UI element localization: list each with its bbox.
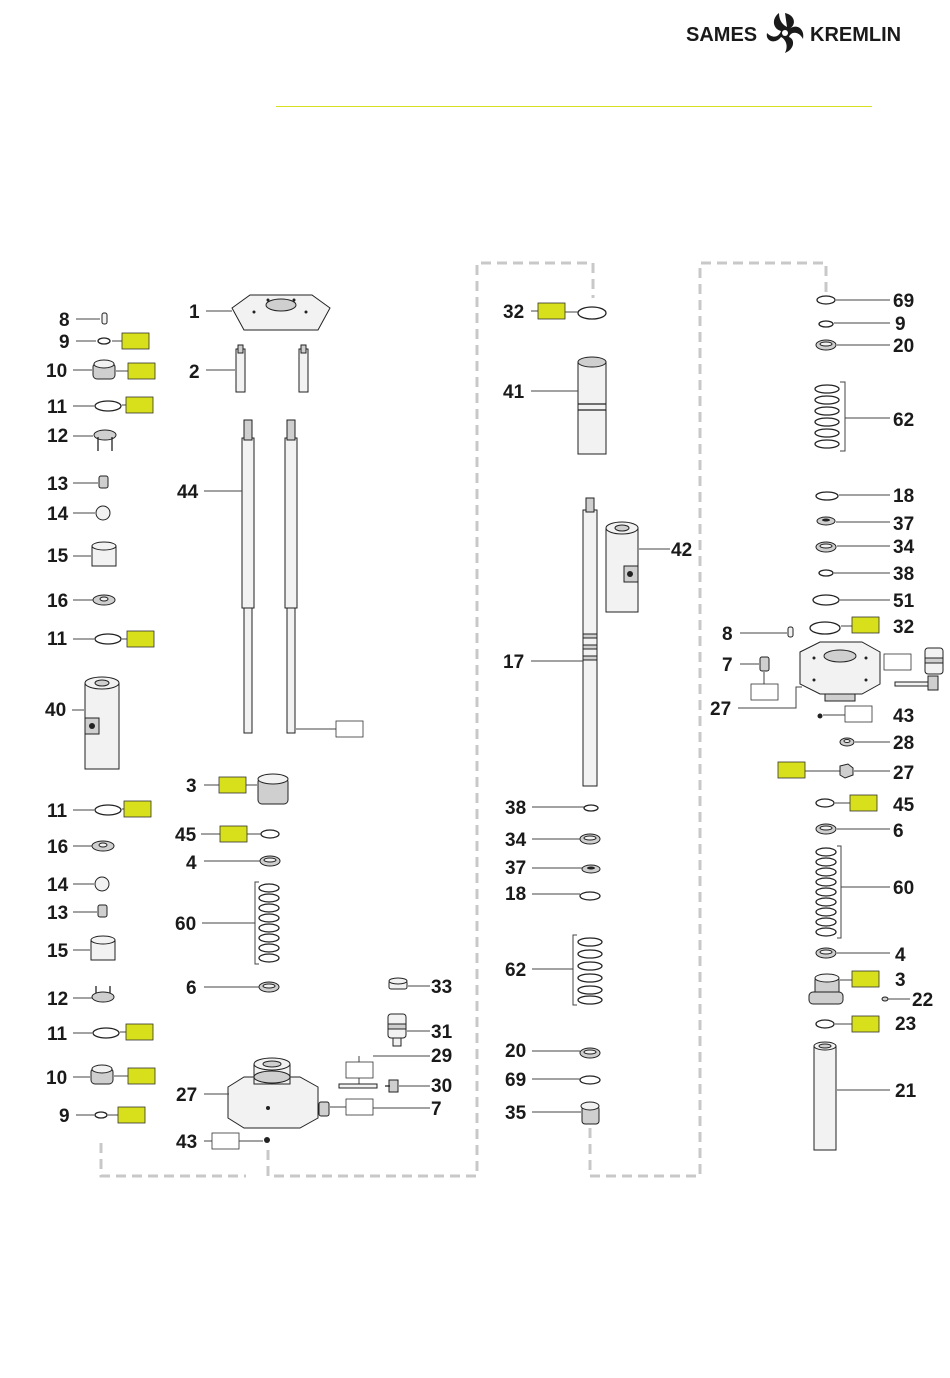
callout-62-b: 62 xyxy=(893,410,914,431)
callout-37: 37 xyxy=(505,858,526,879)
callout-13-b: 13 xyxy=(47,903,68,924)
callout-42: 42 xyxy=(671,540,692,561)
callout-13: 13 xyxy=(47,474,68,495)
second-column-parts: 1 2 44 3 45 4 xyxy=(175,295,363,1153)
callout-18-b: 18 xyxy=(893,486,914,507)
callout-44: 44 xyxy=(177,482,199,503)
callout-45: 45 xyxy=(175,825,197,846)
callout-33: 33 xyxy=(431,977,452,998)
callout-20-b: 20 xyxy=(893,336,914,357)
callout-17: 17 xyxy=(503,652,524,673)
callout-38: 38 xyxy=(505,798,526,819)
callout-43: 43 xyxy=(176,1132,197,1153)
callout-27: 27 xyxy=(176,1085,197,1106)
callout-60: 60 xyxy=(175,914,196,935)
callout-12: 12 xyxy=(47,426,68,447)
callout-7: 7 xyxy=(431,1099,442,1120)
callout-23: 23 xyxy=(895,1014,916,1035)
callout-9: 9 xyxy=(59,332,70,353)
callout-15: 15 xyxy=(47,546,69,567)
callout-32-b: 32 xyxy=(893,617,914,638)
callout-20: 20 xyxy=(505,1041,526,1062)
callout-15-b: 15 xyxy=(47,941,69,962)
callout-27-c: 27 xyxy=(893,763,914,784)
callout-31: 31 xyxy=(431,1022,453,1043)
callout-27-b: 27 xyxy=(710,699,731,720)
callout-29: 29 xyxy=(431,1046,452,1067)
callout-51: 51 xyxy=(893,591,915,612)
callout-40: 40 xyxy=(45,700,66,721)
callout-30: 30 xyxy=(431,1076,452,1097)
callout-28: 28 xyxy=(893,733,914,754)
callout-4-b: 4 xyxy=(895,945,906,966)
callout-3-b: 3 xyxy=(895,970,906,991)
callout-35: 35 xyxy=(505,1103,527,1124)
callout-16-b: 16 xyxy=(47,837,68,858)
callout-32: 32 xyxy=(503,302,524,323)
callout-62: 62 xyxy=(505,960,526,981)
callout-38-b: 38 xyxy=(893,564,914,585)
callout-34-b: 34 xyxy=(893,537,915,558)
callout-9-b: 9 xyxy=(59,1106,70,1127)
callout-10: 10 xyxy=(46,361,67,382)
callout-14: 14 xyxy=(47,504,69,525)
callout-6: 6 xyxy=(186,978,197,999)
callout-7-b: 7 xyxy=(722,655,733,676)
callout-69-b: 69 xyxy=(893,291,914,312)
small-parts: 33 31 29 30 7 xyxy=(319,977,453,1120)
callout-11-b: 11 xyxy=(47,629,68,650)
callout-11-c: 11 xyxy=(47,801,68,822)
callout-2: 2 xyxy=(189,362,200,383)
callout-37-b: 37 xyxy=(893,514,914,535)
callout-10-b: 10 xyxy=(46,1068,67,1089)
callout-4: 4 xyxy=(186,853,197,874)
center-column-parts: 32 41 17 42 38 34 xyxy=(503,302,692,1124)
left-column-parts: 8 9 10 11 12 13 14 xyxy=(45,310,155,1127)
callout-69: 69 xyxy=(505,1070,526,1091)
callout-16: 16 xyxy=(47,591,68,612)
callout-41: 41 xyxy=(503,382,525,403)
callout-3: 3 xyxy=(186,776,197,797)
callout-11: 11 xyxy=(47,397,68,418)
right-column-parts: 69 9 20 62 18 37 34 38 xyxy=(710,291,943,1150)
callout-8-b: 8 xyxy=(722,624,733,645)
callout-34: 34 xyxy=(505,830,527,851)
callout-6-b: 6 xyxy=(893,821,904,842)
callout-11-d: 11 xyxy=(47,1024,68,1045)
callout-8: 8 xyxy=(59,310,70,331)
callout-22: 22 xyxy=(912,990,933,1011)
callout-43-b: 43 xyxy=(893,706,914,727)
callout-14-b: 14 xyxy=(47,875,69,896)
callout-21: 21 xyxy=(895,1081,917,1102)
callout-18: 18 xyxy=(505,884,526,905)
callout-45-b: 45 xyxy=(893,795,915,816)
callout-60-b: 60 xyxy=(893,878,914,899)
callout-9-c: 9 xyxy=(895,314,906,335)
callout-12-b: 12 xyxy=(47,989,68,1010)
callout-1: 1 xyxy=(189,302,200,323)
